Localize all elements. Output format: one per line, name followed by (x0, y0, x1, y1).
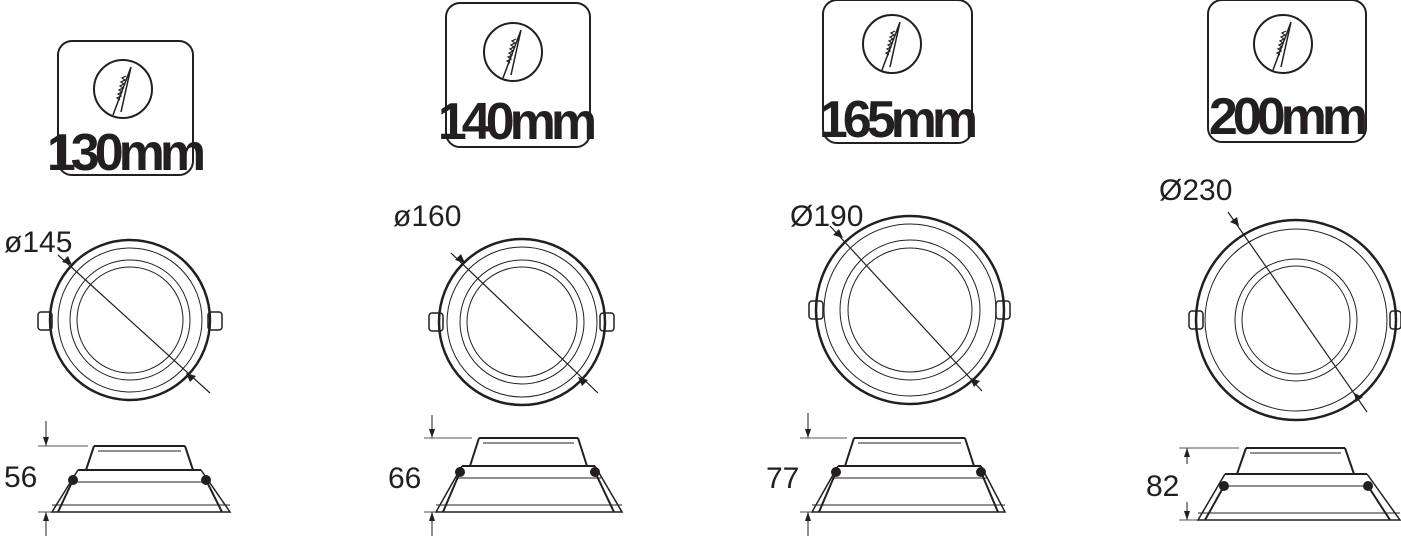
top-view: ø145 (4, 226, 223, 402)
side-view: 66 (388, 415, 624, 536)
cutout-label: 200mm (1209, 88, 1366, 146)
cutout-badge: 165mm (819, 0, 981, 149)
top-view: Ø230 (1159, 174, 1401, 422)
saw-icon (1253, 14, 1313, 74)
height-label: 56 (4, 461, 37, 494)
diameter-label: Ø190 (790, 200, 863, 233)
saw-icon (93, 59, 153, 119)
diameter-label: Ø230 (1159, 174, 1232, 207)
model-200: 200mm Ø230 (1146, 0, 1401, 521)
model-140: 140mm ø160 (388, 2, 624, 536)
cutout-badge: 130mm (47, 40, 209, 182)
cutout-badge: 200mm (1207, 0, 1371, 146)
model-165: 165mm Ø190 (766, 0, 1011, 536)
diameter-line (57, 254, 211, 394)
diameter-line (829, 225, 983, 392)
cutout-label: 130mm (47, 124, 204, 182)
saw-icon (862, 14, 922, 74)
height-label: 77 (766, 462, 799, 495)
model-130: 130mm ø145 (4, 40, 232, 536)
side-view: 56 (4, 421, 232, 536)
diameter-line (450, 252, 599, 394)
side-view: 77 (766, 413, 1007, 536)
height-label: 66 (388, 462, 421, 495)
cutout-label: 165mm (819, 91, 976, 149)
cutout-label: 140mm (438, 93, 595, 151)
top-view: ø160 (393, 200, 615, 407)
diameter-label: ø145 (4, 226, 72, 259)
diameter-line (1227, 211, 1368, 413)
side-view: 82 (1146, 447, 1401, 521)
saw-icon (483, 22, 543, 82)
diameter-label: ø160 (393, 200, 461, 233)
top-view: Ø190 (790, 200, 1011, 406)
cutout-badge: 140mm (438, 2, 600, 151)
height-label: 82 (1146, 470, 1179, 503)
